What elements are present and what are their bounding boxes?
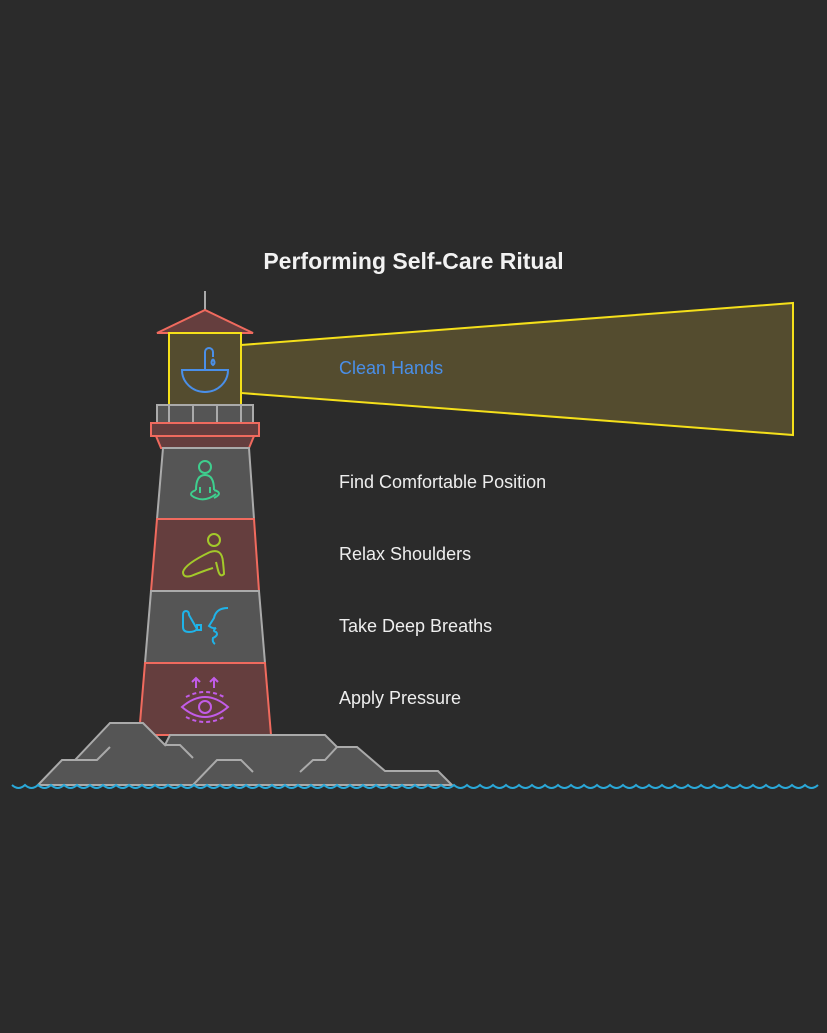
platform-base	[154, 435, 256, 449]
gallery-platform	[150, 422, 260, 437]
step-label-apply-pressure: Apply Pressure	[339, 688, 462, 708]
sink-icon	[180, 347, 230, 393]
rocks	[35, 722, 455, 786]
roof	[156, 308, 254, 334]
tower-segment-1	[155, 447, 256, 520]
inhaler-icon	[182, 607, 229, 645]
step-label-relax-shoulders: Relax Shoulders	[339, 544, 472, 564]
diagram-title: Performing Self-Care Ritual	[263, 248, 564, 274]
step-label-deep-breaths: Take Deep Breaths	[339, 616, 493, 636]
tower-segment-4	[137, 662, 273, 736]
step-label-clean-hands: Clean Hands	[339, 358, 444, 378]
gallery	[156, 404, 254, 424]
light-beam	[240, 301, 794, 437]
eye-icon	[180, 676, 230, 723]
tower-segment-3	[143, 590, 267, 664]
meditation-icon	[190, 460, 220, 501]
stretch-icon	[181, 533, 226, 578]
step-label-find-position: Find Comfortable Position	[339, 472, 547, 492]
water-waves	[11, 783, 819, 789]
